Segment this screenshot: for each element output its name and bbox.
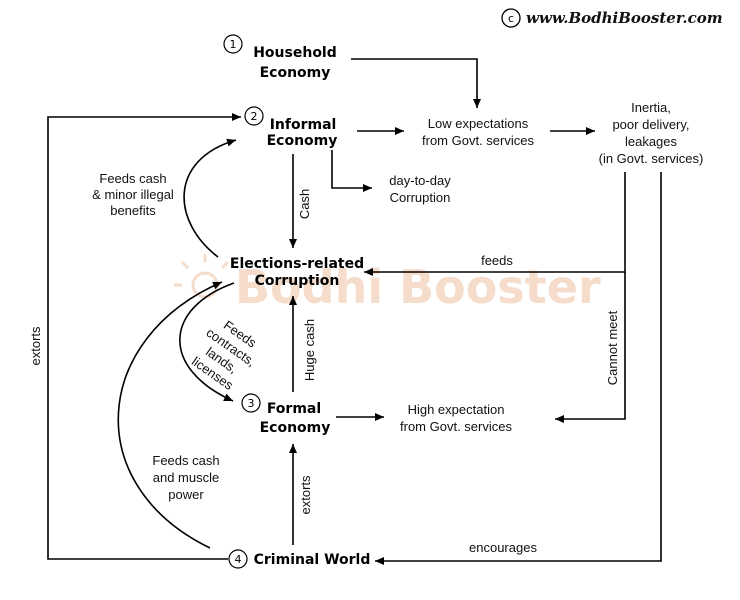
node-number: 4 [235,553,242,566]
node-title-line2: Economy [267,133,338,149]
label-line: from Govt. services [422,133,534,148]
node-title: Criminal World [254,552,371,568]
label-feeds-cash-muscle: Feeds cash and muscle power [152,453,219,502]
label-day-to-day-corruption: day-to-day Corruption [389,173,451,205]
label-line: from Govt. services [400,419,512,434]
brand-site: www.BodhiBooster.com [526,9,723,27]
arrow-elections-to-informal [183,138,237,258]
node-number: 1 [230,38,237,51]
label-encourages: encourages [469,540,537,555]
arrow-elections-to-formal [179,282,235,402]
brand-header: c www.BodhiBooster.com [501,8,723,28]
label-low-expectations: Low expectations from Govt. services [422,116,534,148]
node-title-line2: Economy [260,420,331,436]
copyright-letter: c [508,12,514,25]
arrow-informal-to-daytoday [331,150,372,192]
label-line: poor delivery, [612,117,689,132]
label-line: day-to-day [389,173,451,188]
label-line: Feeds cash [99,171,166,186]
label-line: & minor illegal [92,187,174,202]
label-line: (in Govt. services) [599,151,704,166]
label-high-expectation: High expectation from Govt. services [400,402,512,434]
node-title-line1: Formal [267,401,321,417]
node-number-badge [228,549,248,569]
label-line: benefits [110,203,156,218]
watermark-logo-icon [174,254,230,299]
arrow-inertia-to-criminal [375,172,662,565]
node-title-line2: Economy [260,65,331,81]
label-feeds-contracts: Feeds contracts, lands, licenses [189,317,260,393]
label-inertia: Inertia, poor delivery, leakages (in Gov… [599,100,704,166]
label-feeds: feeds [481,253,513,268]
arrow-criminal-to-informal [47,113,241,560]
label-line: Low expectations [428,116,529,131]
node-title-line2: Corruption [255,273,340,289]
node-elections-related-corruption: Elections-related Corruption [230,256,364,289]
label-cash: Cash [297,189,312,219]
label-huge-cash: Huge cash [302,319,317,381]
node-number-badge [241,393,261,413]
node-household-economy: 1 Household Economy [223,34,337,81]
arrow-inertia-to-high-expectation [555,272,626,423]
node-informal-economy: 2 Informal Economy [244,106,338,149]
label-line: High expectation [408,402,505,417]
label-line: Inertia, [631,100,671,115]
node-number: 3 [248,397,255,410]
node-number-badge [244,106,264,126]
node-number: 2 [251,110,258,123]
watermark: Bodhi Booster [174,254,601,314]
node-number-badge [223,34,243,54]
node-title-line1: Informal [270,117,337,133]
label-line: and muscle [153,470,219,485]
label-feeds-cash-minor: Feeds cash & minor illegal benefits [92,171,174,218]
watermark-text: Bodhi Booster [235,260,601,314]
label-line: power [168,487,204,502]
label-extorts-mid: extorts [298,475,313,515]
node-title-line1: Household [253,45,337,61]
label-line: Corruption [390,190,451,205]
label-line: leakages [625,134,678,149]
label-cannot-meet: Cannot meet [605,310,620,385]
label-line: Feeds cash [152,453,219,468]
node-title-line1: Elections-related [230,256,364,272]
arrow-household-to-low-expectations [351,58,481,108]
node-formal-economy: 3 Formal Economy [241,393,331,436]
arrow-criminal-to-elections [117,281,223,549]
node-criminal-world: 4 Criminal World [228,549,371,569]
label-extorts-left: extorts [28,326,43,366]
copyright-icon [501,8,521,28]
